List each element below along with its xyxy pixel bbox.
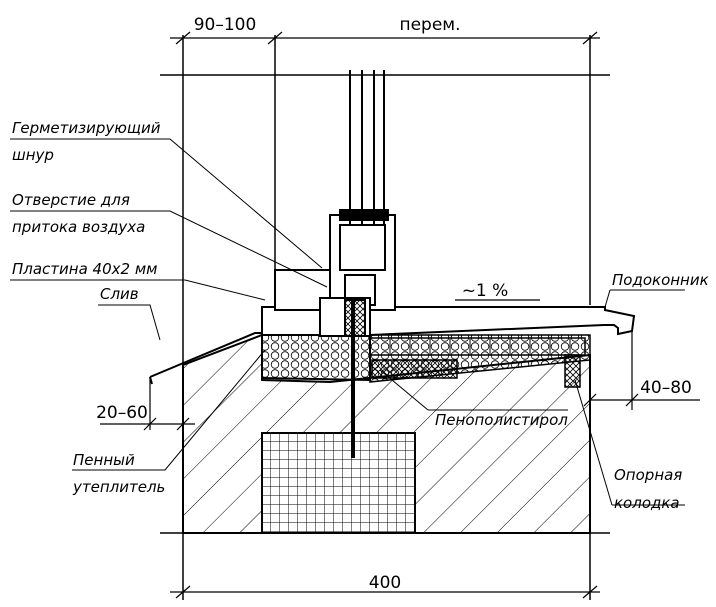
label-sealing-cord-2: шнур bbox=[12, 146, 54, 164]
wall-outline bbox=[160, 35, 610, 600]
dim-top-right: перем. bbox=[399, 15, 460, 35]
label-sealing-cord-1: Герметизирующий bbox=[12, 119, 161, 137]
label-plate: Пластина 40х2 мм bbox=[12, 260, 157, 278]
label-air-hole-2: притока воздуха bbox=[12, 218, 145, 236]
label-foam-insulation-2: утеплитель bbox=[72, 478, 165, 496]
dimension-lines bbox=[100, 31, 700, 599]
label-windowsill: Подоконник bbox=[612, 271, 709, 289]
window-frame bbox=[274, 70, 396, 337]
dim-top-left: 90–100 bbox=[194, 15, 257, 35]
label-drip-sill: Слив bbox=[100, 285, 139, 303]
dim-bottom: 400 bbox=[369, 573, 401, 593]
label-support-block-1: Опорная bbox=[614, 466, 682, 484]
dim-right-mid: 40–80 bbox=[640, 378, 692, 398]
leader-lines bbox=[10, 138, 685, 506]
label-air-hole-1: Отверстие для bbox=[12, 191, 130, 209]
label-support-block-2: колодка bbox=[614, 494, 680, 512]
label-polystyrene: Пенополистирол bbox=[435, 411, 568, 429]
label-foam-insulation-1: Пенный bbox=[73, 451, 135, 469]
dim-left-mid: 20–60 bbox=[96, 403, 148, 423]
dim-slope: ~1 % bbox=[462, 281, 509, 301]
